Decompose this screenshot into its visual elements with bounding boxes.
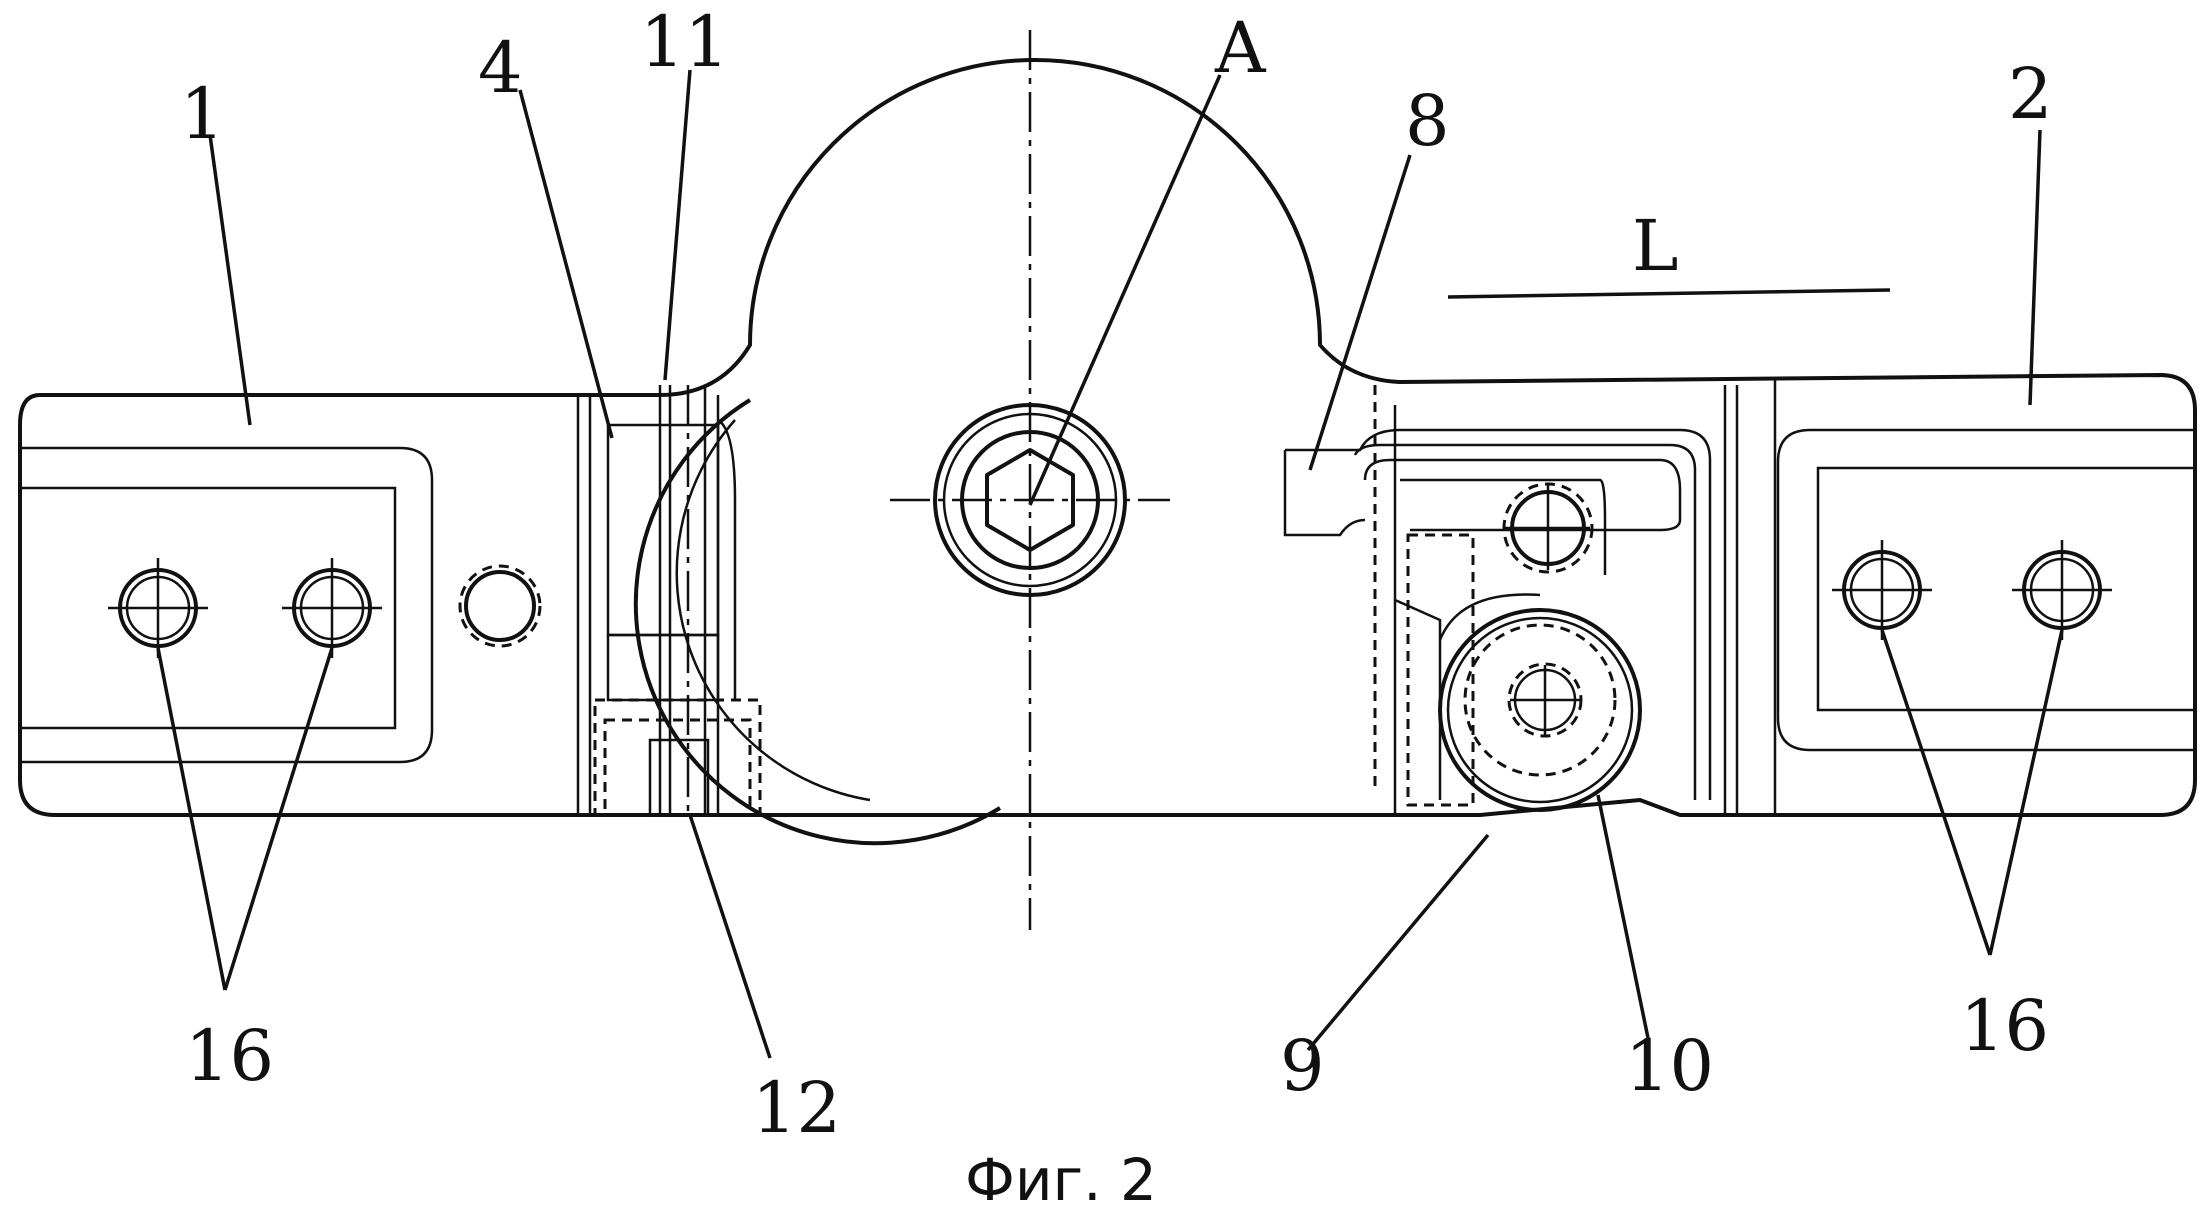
label-part-8: 8 <box>1405 80 1450 162</box>
roller <box>1440 610 1640 810</box>
length-dimension-line <box>1448 290 1890 297</box>
leader-lines <box>158 70 2062 1058</box>
label-axis-a: A <box>1214 7 1267 89</box>
label-part-16-right: 16 <box>1960 985 2049 1067</box>
label-part-9: 9 <box>1280 1025 1325 1107</box>
label-part-2: 2 <box>2008 53 2053 135</box>
right-leaf <box>1725 380 2195 815</box>
small-screw-hole <box>1504 484 1592 572</box>
pivot-axis <box>890 30 1170 930</box>
hinge-body <box>20 60 2195 843</box>
label-part-4: 4 <box>478 27 523 109</box>
right-screw-hole-2 <box>2012 540 2112 640</box>
left-screw-hole-2 <box>282 558 382 658</box>
label-part-10: 10 <box>1625 1025 1714 1107</box>
label-part-1: 1 <box>180 73 225 155</box>
label-length-l: L <box>1632 205 1678 287</box>
left-leaf <box>20 448 540 762</box>
label-part-12: 12 <box>752 1067 841 1149</box>
label-part-11: 11 <box>640 1 729 83</box>
figure-caption: Фиг. 2 <box>965 1146 1157 1214</box>
left-pin-hole <box>460 566 540 646</box>
right-screw-hole-1 <box>1832 540 1932 640</box>
spring-block <box>578 385 760 815</box>
label-part-16-left: 16 <box>185 1015 274 1097</box>
latch-mechanism <box>1285 385 1710 815</box>
left-screw-hole-1 <box>108 558 208 658</box>
